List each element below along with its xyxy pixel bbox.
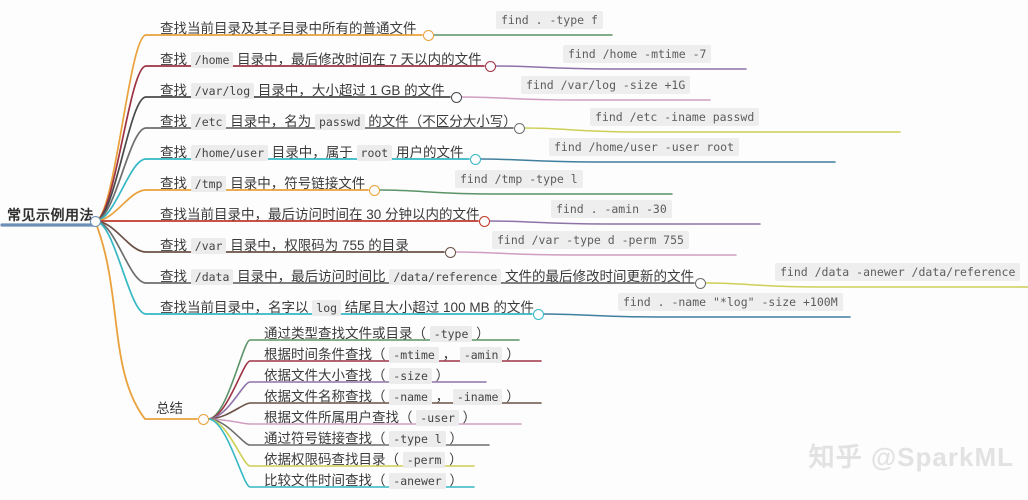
branch-dot[interactable] xyxy=(444,246,456,258)
example-label-text: 查找 /home 目录中，最后修改时间在 7 天以内的文件 xyxy=(160,52,482,68)
command-label[interactable]: find /home -mtime -7 xyxy=(563,45,712,63)
branch-dot[interactable] xyxy=(532,308,544,320)
example-label-text: 查找 /home/user 目录中，属于 root 用户的文件 xyxy=(160,145,464,161)
summary-item[interactable]: 依据文件名称查找（ -name ， -iname ） xyxy=(262,388,522,407)
command-label[interactable]: find /var/log -size +1G xyxy=(521,76,691,94)
branch-dot[interactable] xyxy=(422,29,434,41)
example-label[interactable]: 查找当前目录中，最后访问时间在 30 分钟以内的文件 xyxy=(158,206,482,225)
command-text: find /tmp -type l xyxy=(455,170,583,188)
branch-dot[interactable] xyxy=(694,277,706,289)
branch-dot[interactable] xyxy=(484,60,496,72)
root-node[interactable]: 常见示例用法 xyxy=(4,205,97,229)
command-text: find . -amin -30 xyxy=(551,200,672,218)
command-label[interactable]: find /etc -iname passwd xyxy=(590,108,760,126)
command-label[interactable]: find . -type f xyxy=(496,11,603,29)
summary-item-text: 依据文件大小查找（ -size ） xyxy=(264,368,450,384)
root-node-label: 常见示例用法 xyxy=(7,207,94,223)
branch-dot[interactable] xyxy=(513,122,525,134)
summary-item[interactable]: 依据权限码查找目录（ -perm ） xyxy=(262,451,465,470)
example-label-text: 查找 /data 目录中，最后访问时间比 /data/reference 文件的… xyxy=(160,269,695,285)
summary-item[interactable]: 通过符号链接查找（ -type l ） xyxy=(262,430,465,449)
command-text: find /data -anewer /data/reference xyxy=(775,263,1021,281)
example-label[interactable]: 查找 /home 目录中，最后修改时间在 7 天以内的文件 xyxy=(158,51,484,70)
example-label-text: 查找当前目录中，名字以 log 结尾且大小超过 100 MB 的文件 xyxy=(160,300,534,316)
example-label-text: 查找当前目录中，最后访问时间在 30 分钟以内的文件 xyxy=(160,207,480,222)
command-label[interactable]: find . -name "*log" -size +100M xyxy=(618,293,843,311)
command-label[interactable]: find . -amin -30 xyxy=(551,200,672,218)
command-text: find /home/user -user root xyxy=(549,138,740,156)
watermark: 知乎 @SparkML xyxy=(808,442,1014,472)
example-label[interactable]: 查找 /var/log 目录中，大小超过 1 GB 的文件 xyxy=(158,82,447,101)
summary-item-text: 通过类型查找文件或目录（ -type ） xyxy=(264,326,490,342)
example-label[interactable]: 查找当前目录及其子目录中所有的普通文件 xyxy=(158,20,419,39)
summary-item-text: 比较文件时间查找（ -anewer ） xyxy=(264,473,463,489)
example-label[interactable]: 查找 /home/user 目录中，属于 root 用户的文件 xyxy=(158,144,466,163)
command-text: find /etc -iname passwd xyxy=(590,108,760,126)
summary-item-text: 根据文件所属用户查找（ -user ） xyxy=(264,410,477,426)
summary-item[interactable]: 比较文件时间查找（ -anewer ） xyxy=(262,472,465,491)
summary-item-text: 依据权限码查找目录（ -perm ） xyxy=(264,452,463,468)
summary-node[interactable]: 总结 xyxy=(153,397,186,420)
command-text: find . -name "*log" -size +100M xyxy=(618,293,843,311)
branch-dot[interactable] xyxy=(368,184,380,196)
summary-item-text: 根据时间条件查找（ -mtime ， -amin ） xyxy=(264,347,520,363)
command-label[interactable]: find /tmp -type l xyxy=(455,170,583,188)
command-label[interactable]: find /var -type d -perm 755 xyxy=(492,231,689,249)
example-label-text: 查找当前目录及其子目录中所有的普通文件 xyxy=(160,21,417,36)
example-label[interactable]: 查找当前目录中，名字以 log 结尾且大小超过 100 MB 的文件 xyxy=(158,299,536,318)
example-label[interactable]: 查找 /var 目录中，权限码为 755 的目录 xyxy=(158,237,411,256)
branch-dot[interactable] xyxy=(469,153,481,165)
command-text: find . -type f xyxy=(496,11,603,29)
branch-dot[interactable] xyxy=(450,91,462,103)
example-label-text: 查找 /var 目录中，权限码为 755 的目录 xyxy=(160,238,409,254)
command-label[interactable]: find /data -anewer /data/reference xyxy=(775,263,1021,281)
summary-item-text: 依据文件名称查找（ -name ， -iname ） xyxy=(264,389,520,405)
command-text: find /var/log -size +1G xyxy=(521,76,691,94)
branch-dot[interactable] xyxy=(478,215,490,227)
example-label[interactable]: 查找 /tmp 目录中，符号链接文件 xyxy=(158,175,367,194)
example-label-text: 查找 /tmp 目录中，符号链接文件 xyxy=(160,176,366,192)
branch-dot[interactable] xyxy=(197,413,209,425)
summary-node-label: 总结 xyxy=(156,401,183,416)
summary-item[interactable]: 通过类型查找文件或目录（ -type ） xyxy=(262,325,492,344)
command-label[interactable]: find /home/user -user root xyxy=(549,138,740,156)
summary-item[interactable]: 根据时间条件查找（ -mtime ， -amin ） xyxy=(262,346,522,365)
summary-item[interactable]: 根据文件所属用户查找（ -user ） xyxy=(262,409,478,428)
command-text: find /home -mtime -7 xyxy=(563,45,712,63)
example-label-text: 查找 /var/log 目录中，大小超过 1 GB 的文件 xyxy=(160,83,445,99)
summary-item[interactable]: 依据文件大小查找（ -size ） xyxy=(262,367,451,386)
summary-item-text: 通过符号链接查找（ -type l ） xyxy=(264,431,463,447)
example-label[interactable]: 查找 /data 目录中，最后访问时间比 /data/reference 文件的… xyxy=(158,268,696,287)
branch-dot[interactable] xyxy=(89,215,101,227)
example-label[interactable]: 查找 /etc 目录中，名为 passwd 的文件（不区分大小写） xyxy=(158,113,519,132)
example-label-text: 查找 /etc 目录中，名为 passwd 的文件（不区分大小写） xyxy=(160,114,517,130)
command-text: find /var -type d -perm 755 xyxy=(492,231,689,249)
